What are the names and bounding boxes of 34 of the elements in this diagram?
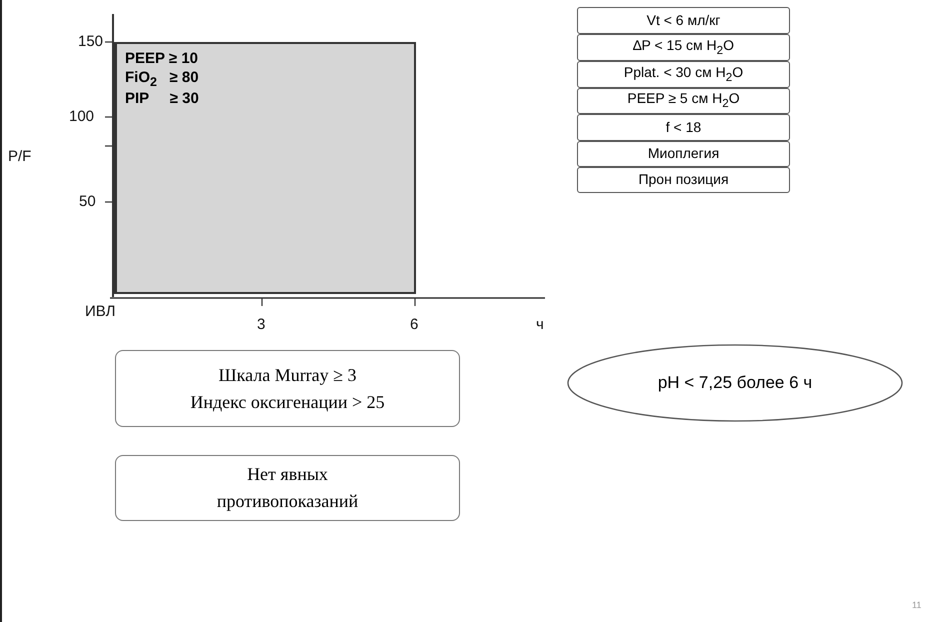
criterion-text: Миоплегия: [648, 145, 720, 163]
criterion-text: Шкала Murray ≥ 3: [218, 364, 357, 387]
axis-tick-label: 150: [78, 33, 104, 50]
criterion-box: [577, 114, 790, 141]
criterion-box: [115, 350, 460, 427]
setting-text: PEEP ≥ 10: [125, 50, 198, 69]
setting-text: PIP ≥ 30: [125, 90, 199, 110]
shaded-region: [113, 42, 416, 294]
criterion-text: Нет явных противопоказаний: [216, 463, 360, 513]
criterion-text: pH < 7,25 более 6 ч: [658, 372, 812, 394]
criterion-box: [577, 7, 790, 34]
criterion-box: [577, 88, 790, 114]
criterion-box: [577, 141, 790, 167]
page-number: 11: [912, 600, 922, 610]
criterion-ellipse: [567, 344, 903, 422]
criterion-box: [577, 34, 790, 61]
axis-tick-label: 3: [257, 316, 266, 333]
criterion-text: Прон позиция: [638, 171, 729, 189]
criterion-text: ∆P < 15 см H$_{2}$O: [632, 36, 734, 58]
criterion-text: Индекс оксигенации > 25: [190, 390, 385, 414]
criterion-box: [577, 61, 790, 88]
criterion-box: [115, 455, 460, 521]
criterion-box: [577, 167, 790, 193]
axis-tick-label: 100: [69, 108, 94, 125]
axis-title: ч: [536, 316, 544, 333]
criterion-text: f < 18: [666, 118, 702, 136]
setting-text: FiO$_{2}$ ≥ 80: [125, 68, 199, 90]
axis-tick-label: 6: [410, 316, 418, 333]
axis-tick-label: 50: [79, 193, 96, 210]
criterion-text: PEEP ≥ 5 см H$_{2}$O: [627, 90, 740, 112]
criterion-text: Vt < 6 мл/кг: [646, 12, 720, 30]
criterion-text: Pplat. < 30 см H$_{2}$O: [624, 64, 744, 86]
axis-tick-label: ИВЛ: [85, 303, 116, 320]
axis-title: P/F: [8, 148, 32, 165]
